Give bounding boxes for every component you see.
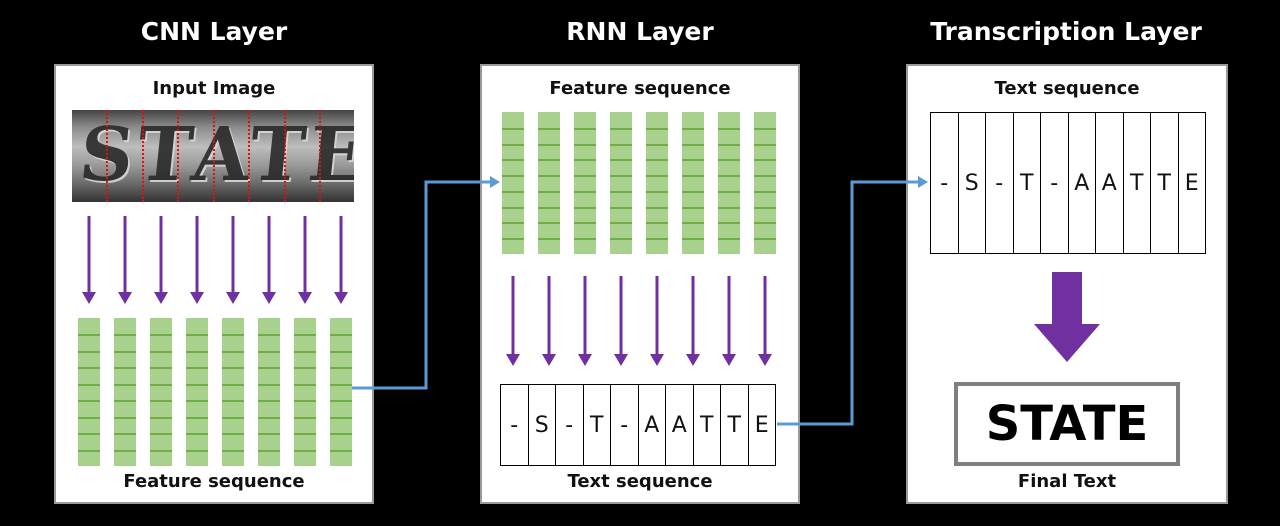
cnn-layer-title: CNN Layer bbox=[140, 17, 288, 46]
rnn-feature-column bbox=[538, 112, 560, 254]
input-image: STATE bbox=[72, 110, 354, 202]
sequence-cell: T bbox=[694, 385, 721, 465]
final-text-label: Final Text bbox=[1017, 471, 1117, 492]
rnn-to-transcription-connector bbox=[777, 180, 918, 426]
down-arrow-head bbox=[262, 292, 276, 304]
sequence-cell: - bbox=[1041, 113, 1069, 253]
down-arrow-head bbox=[758, 354, 772, 366]
input-image-label: Input Image bbox=[152, 78, 276, 99]
sequence-cell: A bbox=[666, 385, 694, 465]
sequence-cell: T bbox=[584, 385, 611, 465]
sequence-cell: E bbox=[1184, 170, 1199, 196]
cnn-feature-sequence-label: Feature sequence bbox=[123, 471, 305, 492]
down-arrow-head bbox=[82, 292, 96, 304]
cnn-feature-column bbox=[114, 318, 136, 466]
down-arrow-head bbox=[614, 354, 628, 366]
down-arrow-head bbox=[650, 354, 664, 366]
rnn-feature-column bbox=[754, 112, 776, 254]
rnn-feature-column bbox=[502, 112, 524, 254]
rnn-layer-title: RNN Layer bbox=[566, 17, 714, 46]
rnn-feature-column bbox=[718, 112, 740, 254]
rnn-feature-column bbox=[574, 112, 596, 254]
sequence-cell: - bbox=[611, 385, 639, 465]
cnn-feature-column bbox=[78, 318, 100, 466]
sequence-cell: - bbox=[986, 113, 1014, 253]
cnn-panel: Input Image STATE Feature sequence bbox=[54, 64, 374, 504]
cnn-feature-column bbox=[186, 318, 208, 466]
sequence-cell: T bbox=[1124, 113, 1151, 253]
down-arrow-head bbox=[226, 292, 240, 304]
cnn-to-rnn-connector bbox=[352, 180, 490, 390]
slice-divider bbox=[284, 110, 286, 202]
down-arrow-head bbox=[686, 354, 700, 366]
transcription-layer-title: Transcription Layer bbox=[930, 17, 1202, 46]
slice-divider bbox=[177, 110, 179, 202]
slice-divider bbox=[142, 110, 144, 202]
down-arrow-head bbox=[298, 292, 312, 304]
cnn-feature-column bbox=[258, 318, 280, 466]
sequence-cell: S bbox=[529, 385, 556, 465]
down-arrow-head bbox=[578, 354, 592, 366]
sequence-cell: - bbox=[931, 113, 959, 253]
rnn-text-sequence-label: Text sequence bbox=[567, 471, 713, 492]
down-arrow-head bbox=[154, 292, 168, 304]
final-text-box: STATE bbox=[954, 382, 1180, 466]
rnn-feature-sequence-label: Feature sequence bbox=[549, 78, 731, 99]
cnn-feature-column bbox=[330, 318, 352, 466]
down-arrow-head bbox=[542, 354, 556, 366]
cnn-feature-column bbox=[294, 318, 316, 466]
down-arrow-head bbox=[334, 292, 348, 304]
rnn-feature-column bbox=[610, 112, 632, 254]
sequence-cell: E bbox=[754, 412, 769, 438]
connector-arrow-head bbox=[918, 176, 928, 188]
down-arrow-head bbox=[722, 354, 736, 366]
cnn-feature-column bbox=[222, 318, 244, 466]
slice-divider bbox=[248, 110, 250, 202]
down-arrow-head bbox=[190, 292, 204, 304]
big-down-arrow-icon bbox=[1034, 272, 1100, 362]
sequence-cell: A bbox=[1096, 113, 1124, 253]
sequence-cell: - bbox=[501, 385, 529, 465]
cnn-feature-column bbox=[150, 318, 172, 466]
sequence-cell: A bbox=[1069, 113, 1096, 253]
down-arrow-head bbox=[118, 292, 132, 304]
sequence-cell: T bbox=[1151, 113, 1179, 253]
down-arrow-head bbox=[506, 354, 520, 366]
sequence-cell: A bbox=[639, 385, 666, 465]
slice-divider bbox=[319, 110, 321, 202]
slice-divider bbox=[213, 110, 215, 202]
sequence-cell: T bbox=[1014, 113, 1041, 253]
rnn-feature-column bbox=[646, 112, 668, 254]
sequence-cell: T bbox=[721, 385, 749, 465]
sequence-cell: S bbox=[959, 113, 986, 253]
sequence-cell: - bbox=[556, 385, 584, 465]
connector-arrow-head bbox=[490, 176, 500, 188]
slice-divider bbox=[106, 110, 108, 202]
transcription-text-sequence-label: Text sequence bbox=[994, 78, 1140, 99]
rnn-feature-column bbox=[682, 112, 704, 254]
